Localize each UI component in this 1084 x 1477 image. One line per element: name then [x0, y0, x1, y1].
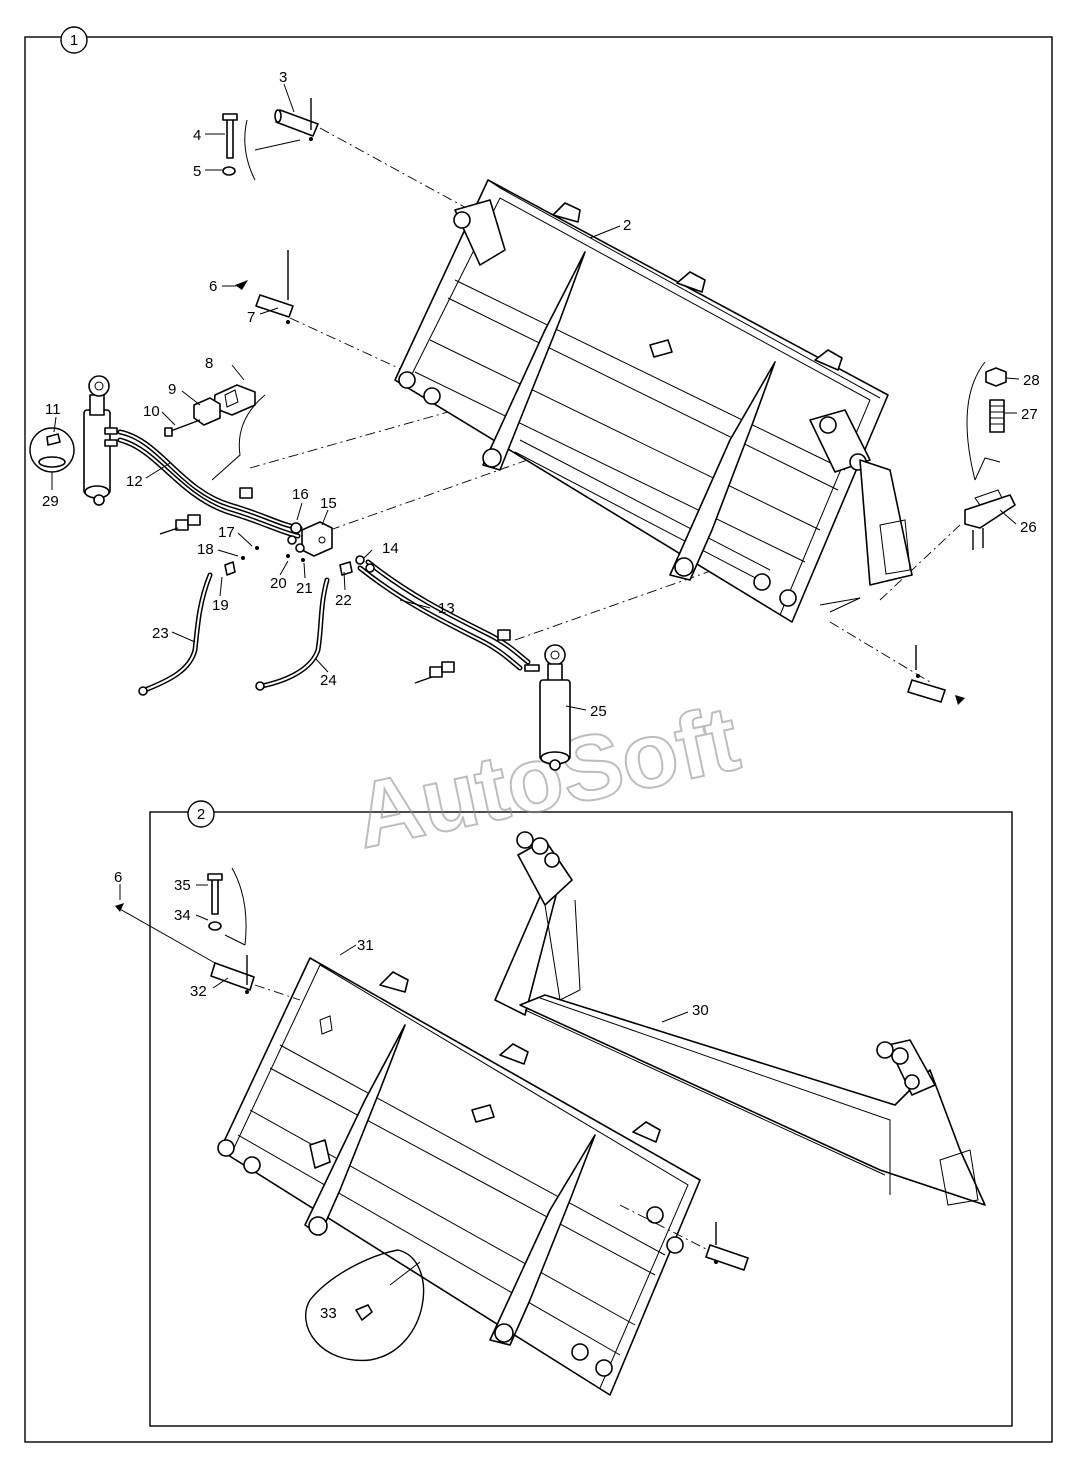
- callout-6-section-2: 6: [114, 869, 122, 886]
- callout-4: 4: [193, 127, 201, 144]
- section-2-frame: [149, 811, 1013, 1427]
- callout-33: 33: [320, 1305, 337, 1322]
- callout-35: 35: [174, 877, 191, 894]
- bolt-10: [164, 419, 201, 437]
- callout-22: 22: [335, 592, 352, 609]
- valve-block-15: [287, 521, 333, 557]
- callout-27: 27: [1021, 406, 1038, 423]
- callout-20: 20: [270, 575, 287, 592]
- callout-29: 29: [42, 493, 59, 510]
- assembly-line: [879, 524, 961, 601]
- section-2-badge: 2: [187, 800, 215, 828]
- hose-12: [117, 429, 303, 531]
- assembly-line: [829, 621, 931, 683]
- callout-8: 8: [205, 355, 213, 372]
- tooth-26: [964, 489, 1016, 550]
- bolt-27: [989, 399, 1005, 433]
- nut-5: [222, 166, 236, 176]
- callout-21: 21: [296, 580, 313, 597]
- callout-6: 6: [209, 278, 217, 295]
- callout-12: 12: [126, 473, 143, 490]
- pointer-arrow: [235, 280, 248, 290]
- clamp-9: [193, 397, 221, 426]
- callout-2: 2: [623, 217, 631, 234]
- callout-34: 34: [174, 907, 191, 924]
- callout-15: 15: [320, 495, 337, 512]
- callout-3: 3: [279, 69, 287, 86]
- cylinder-left: [83, 375, 118, 506]
- hose-13: [357, 565, 523, 671]
- bolt-4: [222, 113, 238, 159]
- callout-14: 14: [382, 540, 399, 557]
- callout-17: 17: [218, 524, 235, 541]
- callout-31: 31: [357, 937, 374, 954]
- pin-32: [210, 955, 255, 994]
- assembly-line: [319, 127, 471, 211]
- quick-coupler-30: [494, 831, 986, 1206]
- pin-right-2: [705, 1222, 749, 1271]
- callout-13: 13: [438, 600, 455, 617]
- callout-32: 32: [190, 983, 207, 1000]
- section-2-label: 2: [197, 806, 205, 823]
- callout-labels: 2 3 4 5 6 7 8 9 10 11 12 13 14 15 16 17 …: [42, 69, 1040, 1322]
- callout-11: 11: [45, 401, 61, 418]
- callout-30: 30: [692, 1002, 709, 1019]
- fittings-17-21: [224, 546, 375, 576]
- pin-7: [255, 250, 294, 324]
- callout-23: 23: [152, 625, 169, 642]
- pin-3: [274, 98, 319, 141]
- clip-11: [46, 433, 61, 446]
- section-1-frame: [24, 36, 1053, 1443]
- cylinder-25: [524, 644, 571, 771]
- callout-16: 16: [292, 486, 309, 503]
- pin-right: [907, 645, 965, 705]
- nut-34: [208, 921, 222, 931]
- callout-7: 7: [247, 309, 255, 326]
- hose-24: [259, 577, 330, 689]
- callout-9: 9: [168, 381, 176, 398]
- section-1-badge: 1: [60, 26, 88, 54]
- section-1-label: 1: [70, 32, 78, 49]
- bolt-35: [207, 873, 223, 915]
- callout-5: 5: [193, 163, 201, 180]
- callout-28: 28: [1023, 372, 1040, 389]
- bucket-31: [217, 957, 701, 1396]
- callout-19: 19: [212, 597, 229, 614]
- o-ring-29: [38, 456, 66, 468]
- callout-24: 24: [320, 672, 337, 689]
- callout-18: 18: [197, 541, 214, 558]
- detail-33: [305, 1249, 425, 1362]
- leader-lines: [51, 83, 1020, 1023]
- callout-10: 10: [143, 403, 160, 420]
- bucket-assembly: [394, 179, 913, 623]
- callout-26: 26: [1020, 519, 1037, 536]
- callout-25: 25: [590, 703, 607, 720]
- nut-28: [985, 367, 1007, 387]
- assembly-line: [289, 317, 421, 379]
